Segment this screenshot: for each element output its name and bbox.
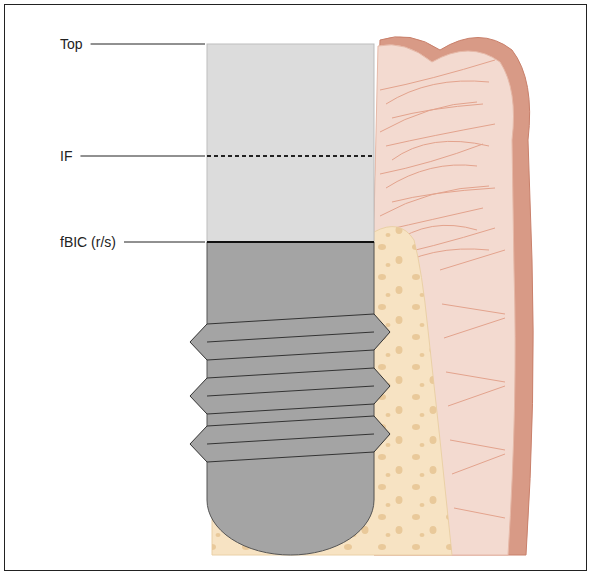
- fiber: [386, 165, 477, 188]
- fiber: [380, 186, 489, 216]
- fiber: [386, 81, 489, 104]
- fiber: [454, 508, 505, 518]
- fiber: [452, 454, 505, 474]
- implant-collar: [207, 44, 374, 242]
- thread-band: [190, 368, 390, 414]
- thread-edge: [207, 332, 374, 342]
- leader-line: [80, 156, 205, 157]
- fiber: [380, 60, 495, 90]
- fiber: [386, 124, 495, 146]
- fiber: [444, 318, 505, 338]
- fiber: [446, 372, 505, 382]
- level-label: IF: [60, 148, 72, 164]
- thread-edge: [207, 386, 374, 396]
- fiber: [442, 304, 505, 314]
- thread-band: [190, 416, 390, 462]
- fiber: [392, 141, 489, 160]
- fbic-line: [207, 241, 374, 243]
- fiber: [380, 102, 477, 132]
- fiber: [392, 188, 495, 202]
- interface-line: [207, 155, 374, 157]
- leader-line: [91, 44, 205, 45]
- implant-threads: [190, 314, 390, 462]
- fiber: [450, 440, 505, 450]
- level-label: fBIC (r/s): [60, 234, 116, 250]
- fiber: [392, 104, 483, 118]
- fiber: [386, 208, 483, 230]
- fiber: [380, 144, 483, 174]
- frame: [5, 5, 587, 571]
- thread-band: [190, 314, 390, 360]
- fiber: [448, 386, 505, 406]
- fiber: [440, 250, 505, 270]
- leader-line: [124, 242, 205, 243]
- level-label: Top: [60, 36, 83, 52]
- thread-edge: [207, 434, 374, 444]
